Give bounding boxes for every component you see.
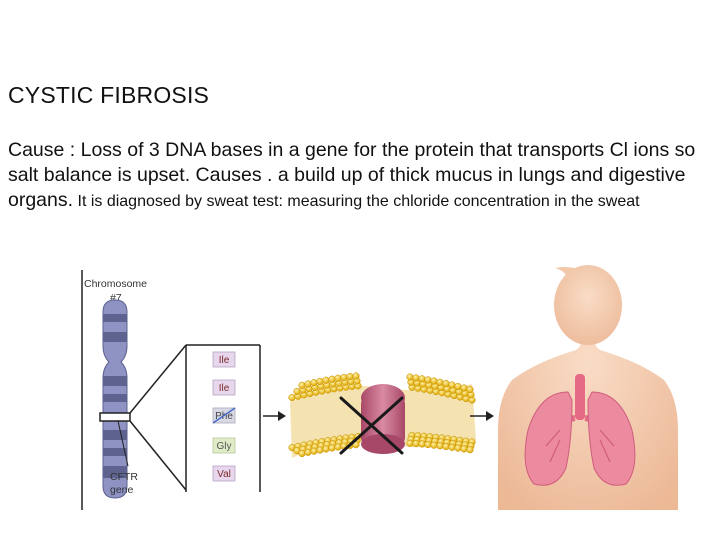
phospholipid-head [436,378,444,386]
phospholipid-head [412,440,420,448]
amino-acid-panel: Ile Ile Phe Gly Val [185,344,261,492]
phospholipid-head [466,446,474,454]
phospholipid-head [328,375,336,383]
phospholipid-head [352,372,360,380]
phospholipid-head [310,447,318,455]
phospholipid-head [406,373,414,381]
phospholipid-head [322,445,330,453]
cell-membrane-illustration [288,372,476,458]
phospholipid-head [288,393,296,402]
phospholipid-head [442,442,450,451]
phospholipid-head [316,377,324,385]
chromosome-label: Chromosome [84,278,147,290]
phospholipid-head [436,442,444,450]
phospholipid-head [334,443,342,451]
phospholipid-head [412,374,420,382]
slide-body: Cause : Loss of 3 DNA bases in a gene fo… [8,138,714,214]
cftr-gene-marker [99,412,131,422]
arrow-to-lungs-icon [470,411,494,421]
phospholipid-heads-bottom [288,431,476,458]
lungs-icon [524,374,636,486]
gene-label-suffix: gene [110,484,134,496]
phospholipid-head [328,444,336,452]
deleted-amino-acid-label: Phe [215,411,233,422]
cause-text: Cause : Loss of 3 DNA bases in a gene fo… [8,139,696,211]
diagnosis-text: It is diagnosed by sweat test: measuring… [73,193,640,210]
chromosome-7-icon [102,299,128,499]
phospholipid-head [418,440,426,448]
amino-acid-label: Val [217,469,231,480]
phospholipid-heads-top [288,372,476,404]
amino-acid-box [212,351,236,368]
phospholipid-head [304,380,312,388]
chromosome-number-label: #7 [110,292,122,304]
slide-title: CYSTIC FIBROSIS [8,82,210,108]
chromosome-panel: Chromosome #7 CFTR gene [81,270,187,510]
amino-acid-box [212,437,236,454]
arrow-to-membrane-icon [263,411,286,421]
phospholipid-head [442,380,450,388]
gene-pointer-line [117,420,129,467]
deletion-slash-icon [212,407,236,424]
phospholipid-head [322,376,330,384]
phospholipid-head [406,439,414,447]
phospholipid-head [460,445,468,453]
amino-acid-label: Gly [217,441,232,452]
amino-acid-box [212,379,236,396]
phospholipid-head [454,382,462,391]
amino-acid-box [212,465,236,482]
phospholipid-head [454,444,462,452]
phospholipid-head [340,373,348,381]
zoom-line-bottom [129,420,187,491]
gene-label: CFTR [110,471,138,483]
phospholipid-head [304,448,312,456]
phospholipid-head [430,377,438,385]
human-torso-illustration [498,265,678,510]
amino-acid-label: Ile [219,383,230,394]
phospholipid-head [418,375,426,383]
amino-acid-label: Ile [219,355,230,366]
phospholipid-head [298,449,306,458]
phospholipid-head [298,381,306,389]
defect-cross-icon [339,396,404,455]
phospholipid-head [310,379,318,387]
phospholipid-head [448,381,456,389]
phospholipid-head [424,376,432,384]
phospholipid-head [448,443,456,451]
phospholipid-head [334,374,342,382]
phospholipid-head [293,387,301,395]
phospholipid-head [424,441,432,449]
phospholipid-head [466,385,474,394]
phospholipid-head [430,441,438,449]
head-shape [554,265,622,345]
phospholipid-head [346,373,354,381]
cftr-channel-protein-icon [361,384,405,454]
zoom-line-top [129,344,187,414]
phospholipid-head [316,446,324,454]
phospholipid-head [460,384,468,392]
